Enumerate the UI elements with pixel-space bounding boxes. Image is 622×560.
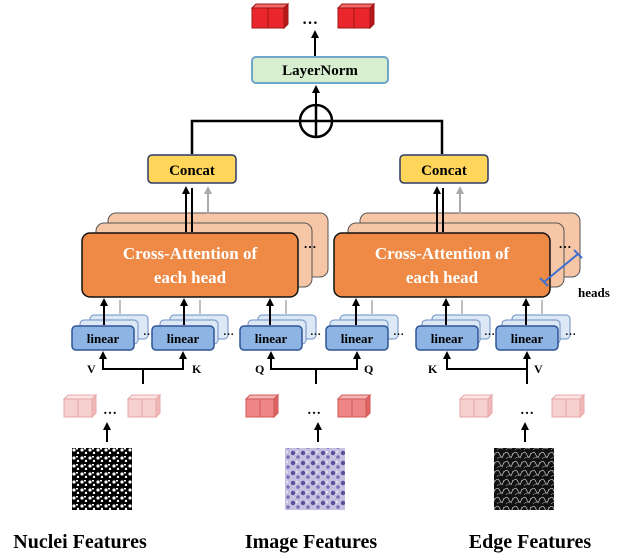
image-features-label: Image Features: [245, 531, 378, 553]
attention-back-ellipsis-right: …: [559, 236, 572, 251]
linear-label-5: linear: [431, 331, 464, 346]
linear-box-v-left: [71, 325, 135, 351]
edge-tokens: [458, 393, 586, 419]
linear-label-2: linear: [167, 331, 200, 346]
nuclei-tokens: [62, 393, 162, 419]
heads-indicator-tick-end: [573, 249, 583, 259]
linear-box-k-left: [151, 325, 215, 351]
output-token-left: [250, 2, 290, 30]
label-q-right: Q: [364, 362, 373, 376]
image-token-ellipsis: …: [307, 403, 321, 418]
linear-ellipsis-3: …: [310, 326, 321, 338]
attention-left-line2: each head: [154, 268, 227, 287]
linear-ellipsis-1: …: [143, 326, 154, 338]
concat-box-left: [147, 154, 237, 184]
label-v-right: V: [534, 362, 543, 376]
layernorm-box: [251, 56, 389, 84]
edge-image: [494, 448, 554, 510]
sum-operator-icon: [298, 103, 334, 139]
heads-label: heads: [578, 285, 610, 300]
heads-indicator-tick-start: [539, 277, 549, 287]
heads-indicator-line: [543, 253, 579, 283]
attention-right-line1: Cross-Attention of: [375, 244, 510, 263]
linear-box-k-right: [415, 325, 479, 351]
label-v-left: V: [87, 362, 96, 376]
attention-head-left: [81, 232, 299, 298]
image-tokens: [244, 393, 372, 419]
output-ellipsis: …: [302, 11, 318, 28]
attention-left-line1: Cross-Attention of: [123, 244, 258, 263]
concat-label-right: Concat: [421, 163, 467, 179]
label-q-left: Q: [255, 362, 264, 376]
edge-token-ellipsis: …: [520, 403, 534, 418]
linear-ellipsis-2: …: [223, 326, 234, 338]
concat-label-left: Concat: [169, 163, 215, 179]
connector-left-concat-to-sum: [190, 119, 300, 154]
histology-image: [285, 448, 345, 510]
nuclei-token-ellipsis: …: [103, 403, 117, 418]
linear-ellipsis-6: …: [565, 326, 576, 338]
linear-label-3: linear: [255, 331, 288, 346]
attention-head-right: [333, 232, 551, 298]
concat-box-right: [399, 154, 489, 184]
linear-box-v-right: [495, 325, 559, 351]
linear-ellipsis-5: …: [484, 326, 495, 338]
output-token-right: [336, 2, 376, 30]
connector-right-concat-to-sum: [332, 119, 444, 154]
linear-label-4: linear: [341, 331, 374, 346]
nuclei-image: [72, 448, 132, 510]
linear-label-6: linear: [511, 331, 544, 346]
input-split-connectors: [99, 351, 531, 384]
nuclei-features-label: Nuclei Features: [13, 531, 147, 553]
label-k-left: K: [192, 362, 202, 376]
edge-features-label: Edge Features: [469, 531, 592, 553]
linear-box-q-left: [239, 325, 303, 351]
attention-right-line2: each head: [406, 268, 479, 287]
linear-box-q-right: [325, 325, 389, 351]
linear-ellipsis-4: …: [393, 326, 404, 338]
label-k-right: K: [428, 362, 438, 376]
attention-back-ellipsis-left: …: [304, 236, 317, 251]
linear-label-1: linear: [87, 331, 120, 346]
layernorm-label: LayerNorm: [282, 63, 358, 79]
linear-to-attention-arrows: [100, 298, 543, 325]
